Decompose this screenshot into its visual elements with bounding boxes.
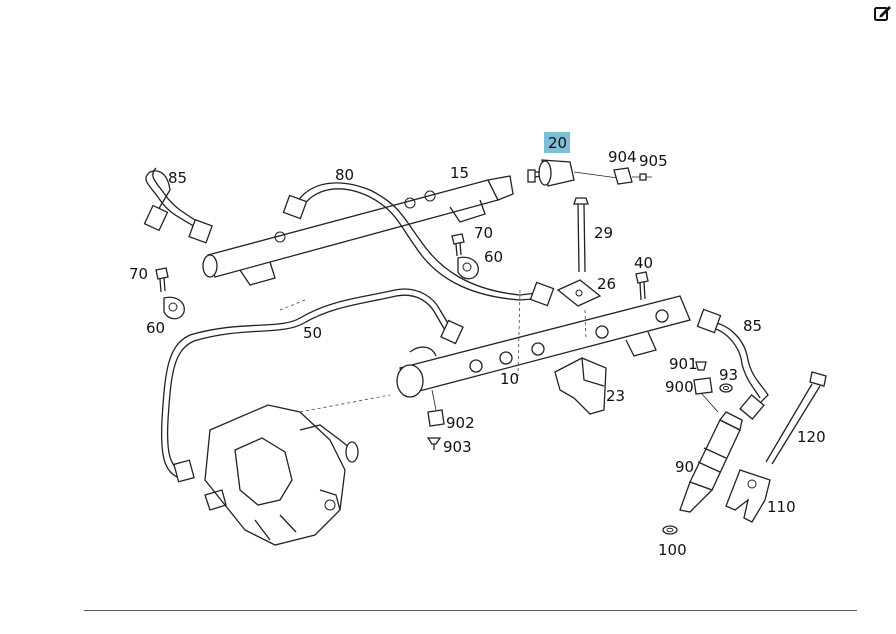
pressure-sensor-20[interactable] <box>527 159 619 187</box>
label-60-left[interactable]: 60 <box>146 319 165 337</box>
label-85-right[interactable]: 85 <box>743 317 762 335</box>
lower-fuel-rail[interactable] <box>396 295 691 398</box>
label-903[interactable]: 903 <box>443 438 472 456</box>
label-90[interactable]: 90 <box>675 458 694 476</box>
label-60-mid[interactable]: 60 <box>484 248 503 266</box>
label-901[interactable]: 901 <box>669 355 698 373</box>
injector-90[interactable] <box>679 411 743 513</box>
plate-26[interactable] <box>556 279 602 307</box>
label-904[interactable]: 904 <box>608 148 637 166</box>
label-902[interactable]: 902 <box>446 414 475 432</box>
label-23[interactable]: 23 <box>606 387 625 405</box>
bracket-23[interactable] <box>554 357 607 415</box>
label-120[interactable]: 120 <box>797 428 826 446</box>
return-line-50[interactable] <box>160 288 464 483</box>
plug-903[interactable] <box>426 437 442 450</box>
label-70-left[interactable]: 70 <box>129 265 148 283</box>
clamp-60-mid[interactable] <box>457 256 479 280</box>
label-26[interactable]: 26 <box>597 275 616 293</box>
injector-line-85-right[interactable] <box>696 308 769 420</box>
label-110[interactable]: 110 <box>767 498 796 516</box>
highlight-20 <box>544 132 570 153</box>
injector-line-85-left[interactable] <box>143 167 213 244</box>
label-905[interactable]: 905 <box>639 152 668 170</box>
seal-ring-93[interactable] <box>719 383 733 393</box>
seal-ring-100[interactable] <box>662 525 678 535</box>
connector-900[interactable] <box>693 377 719 413</box>
bolt-70-left[interactable] <box>155 267 169 293</box>
label-40[interactable]: 40 <box>634 254 653 272</box>
label-15[interactable]: 15 <box>450 164 469 182</box>
label-93[interactable]: 93 <box>719 366 738 384</box>
stud-29[interactable] <box>573 197 589 273</box>
clamp-60-left[interactable] <box>163 296 185 320</box>
high-pressure-pump[interactable] <box>204 404 359 546</box>
bottom-divider <box>84 610 857 611</box>
label-100[interactable]: 100 <box>658 541 687 559</box>
bolt-40[interactable] <box>635 271 649 301</box>
label-900[interactable]: 900 <box>665 378 694 396</box>
label-20[interactable]: 20 <box>548 134 567 152</box>
bolt-120[interactable] <box>765 371 827 465</box>
valve-902[interactable] <box>427 389 445 427</box>
label-10[interactable]: 10 <box>500 370 519 388</box>
upper-fuel-rail[interactable] <box>202 175 514 286</box>
label-50[interactable]: 50 <box>303 324 322 342</box>
label-85-left[interactable]: 85 <box>168 169 187 187</box>
clamp-claw-110[interactable] <box>725 469 771 523</box>
plug-901[interactable] <box>695 361 707 371</box>
label-70-mid[interactable]: 70 <box>474 224 493 242</box>
label-29[interactable]: 29 <box>594 224 613 242</box>
label-80[interactable]: 80 <box>335 166 354 184</box>
pressure-line-80[interactable] <box>282 182 555 307</box>
connector-904[interactable] <box>613 167 652 185</box>
edit-icon[interactable] <box>872 2 894 24</box>
bolt-70-mid[interactable] <box>451 233 465 257</box>
